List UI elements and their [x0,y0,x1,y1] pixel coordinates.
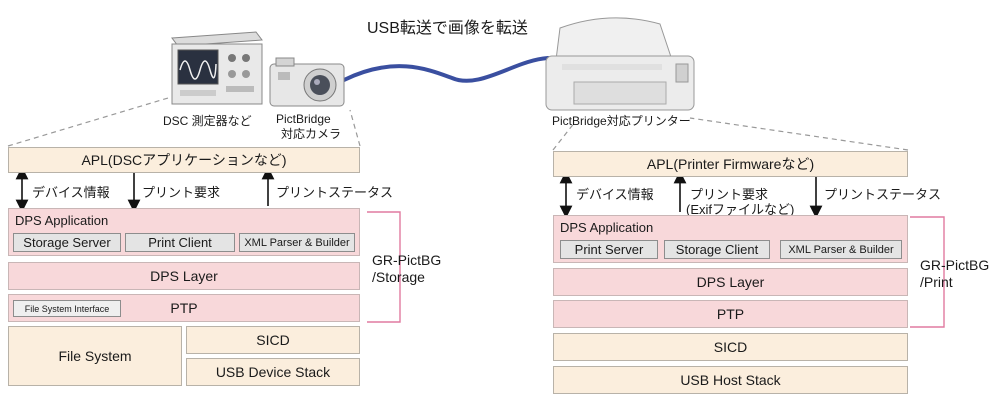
right-device-info-label: デバイス情報 [576,187,654,202]
right-dps-application-title: DPS Application [560,220,654,235]
right-usb-host-stack: USB Host Stack [553,366,908,394]
right-sicd: SICD [553,333,908,361]
printer-label: PictBridge対応プリンター [552,114,691,128]
right-dps-layer: DPS Layer [553,268,908,296]
right-print-status-label: プリントステータス [824,187,942,202]
left-dps-layer: DPS Layer [8,262,360,290]
dsc-label: DSC 測定器など [163,114,252,128]
left-apl-box: APL(DSCアプリケーションなど) [8,147,360,173]
right-module-storage-client: Storage Client [664,240,770,259]
left-print-request-label: プリント要求 [142,185,221,200]
camera-label-line2: 対応カメラ [281,127,342,141]
left-sicd-label: SICD [256,332,290,348]
printer-icon [545,17,695,111]
left-apl-label: APL(DSCアプリケーションなど) [81,152,287,168]
left-file-system-label: File System [58,348,132,364]
right-bracket-label-2: /Print [920,274,953,290]
dashed-line-left-b [349,109,361,147]
left-device-info-label: デバイス情報 [32,185,110,200]
camera-icon [269,57,345,107]
left-usb-stack-label: USB Device Stack [215,364,331,380]
right-apl-label: APL(Printer Firmwareなど) [646,156,815,172]
right-bracket [910,216,945,328]
left-bracket-label-1: GR-PictBG [372,252,442,268]
left-ptp: File System Interface PTP [8,294,360,322]
left-sicd: SICD [186,326,360,354]
right-sicd-label: SICD [713,339,748,355]
right-bracket-label-1: GR-PictBG [920,257,990,273]
left-print-status-label: プリントステータス [276,185,394,200]
left-bracket [367,211,401,323]
camera-label-line1: PictBridge [276,112,331,126]
dashed-line-right-a [552,121,576,151]
left-module-storage-server: Storage Server [13,233,121,252]
right-print-request-label-1: プリント要求 [690,187,769,202]
diagram-title: USB転送で画像を転送 [367,20,528,37]
right-module-print-server: Print Server [560,240,658,259]
left-module-xml-parser: XML Parser & Builder [239,233,355,252]
left-dps-layer-label: DPS Layer [150,268,218,284]
left-fs-interface: File System Interface [13,300,121,317]
usb-cable [342,56,550,83]
right-dps-application: DPS Application Print Server Storage Cli… [553,215,908,263]
left-bracket-label-2: /Storage [372,269,425,285]
right-usb-stack-label: USB Host Stack [680,372,781,388]
right-ptp-label: PTP [716,306,745,322]
left-module-print-client: Print Client [125,233,235,252]
left-file-system: File System [8,326,182,386]
dsc-device-icon [171,31,263,105]
left-usb-device-stack: USB Device Stack [186,358,360,386]
dashed-line-left-a [7,97,169,147]
right-apl-box: APL(Printer Firmwareなど) [553,151,908,177]
dashed-line-right-b [689,117,909,151]
left-ptp-label: PTP [170,300,198,316]
left-dps-application-title: DPS Application [15,213,109,228]
left-dps-application: DPS Application Storage Server Print Cli… [8,208,360,256]
right-ptp: PTP [553,300,908,328]
right-print-request-label-2: (Exifファイルなど) [686,202,795,217]
right-dps-layer-label: DPS Layer [696,274,765,290]
right-module-xml-parser: XML Parser & Builder [780,240,902,259]
